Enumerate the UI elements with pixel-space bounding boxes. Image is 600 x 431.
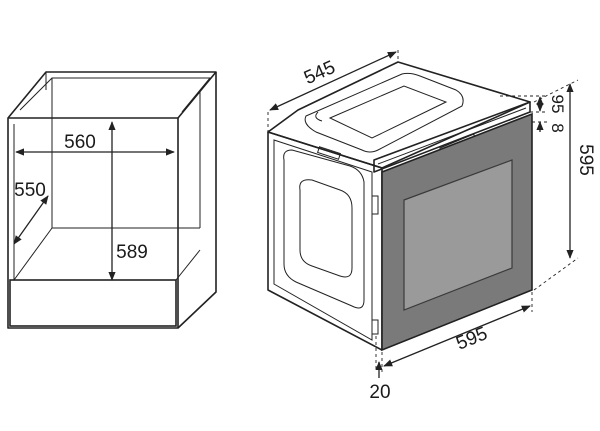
oven-width-dimension	[383, 305, 531, 367]
cabinet-width-label: 560	[64, 132, 96, 153]
oven-depth-label: 545	[301, 57, 339, 89]
cabinet-plinth	[9, 279, 177, 327]
cabinet-depth-label: 550	[14, 180, 46, 201]
oven-depth-dimension	[269, 51, 397, 111]
oven-height-label: 595	[575, 144, 596, 176]
cabinet-depth-dimension	[13, 195, 49, 245]
oven-gap-label: 8	[548, 123, 567, 132]
oven-width-label: 595	[453, 323, 490, 354]
cabinet-drawing: 560 550 589	[7, 71, 217, 329]
oven-drawing: 545 595 95 8 595 20	[267, 50, 596, 403]
oven-frame-label: 20	[369, 382, 390, 403]
cabinet-height-label: 589	[116, 242, 148, 263]
oven-top-offset-label: 95	[548, 95, 567, 114]
oven-door-window	[403, 159, 513, 311]
